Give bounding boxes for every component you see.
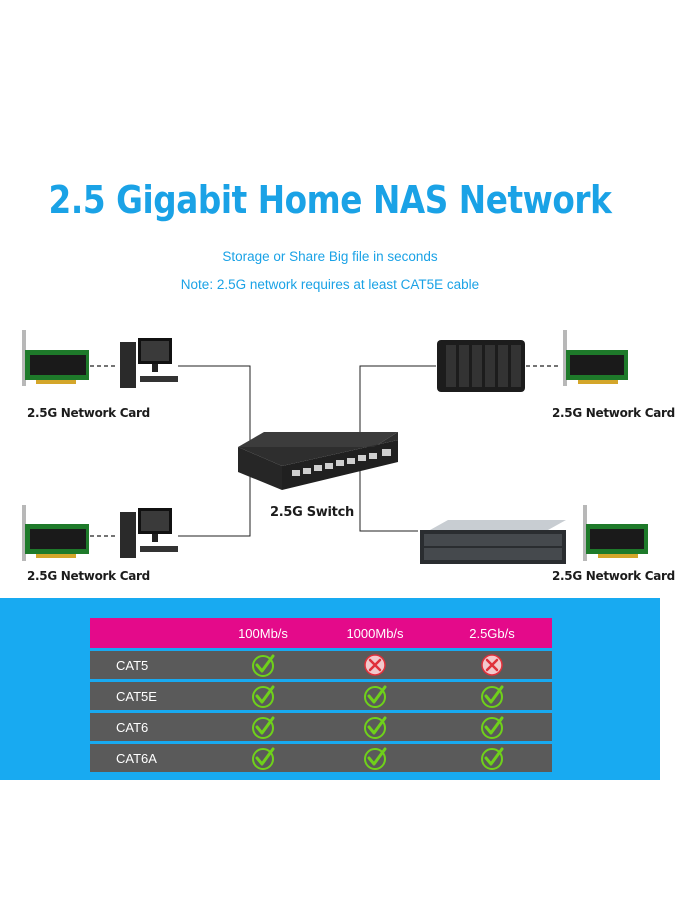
check-icon (481, 685, 504, 708)
cable-type-cell: CAT6 (116, 719, 149, 735)
support-cell (318, 714, 432, 740)
support-cell (432, 745, 552, 771)
network-diagram (22, 330, 648, 564)
table-row: CAT6A (90, 744, 552, 772)
label-network-card-top-right: 2.5G Network Card (552, 406, 675, 420)
check-icon (252, 747, 275, 770)
label-network-card-bottom-left: 2.5G Network Card (27, 569, 150, 583)
page-title: 2.5 Gigabit Home NAS Network (48, 178, 612, 222)
check-icon (252, 654, 275, 677)
line-bottom-right (359, 470, 418, 532)
support-cell (318, 683, 432, 709)
check-icon (252, 685, 275, 708)
check-icon (252, 716, 275, 739)
cable-type-cell: CAT5E (116, 688, 157, 704)
network-card-icon-bottom-right (583, 505, 648, 561)
cross-icon (481, 654, 503, 676)
connection-lines (178, 365, 436, 537)
desktop-pc-icon-bottom (120, 508, 178, 558)
nas-storage-icon (437, 340, 525, 392)
support-cell (318, 745, 432, 771)
support-cell (208, 745, 318, 771)
table-row: CAT6 (90, 713, 552, 741)
table-row: CAT5E (90, 682, 552, 710)
cable-note: Note: 2.5G network requires at least CAT… (180, 277, 480, 292)
subtitle: Storage or Share Big file in seconds (222, 249, 438, 264)
check-icon (364, 747, 387, 770)
cable-type-cell: CAT6A (116, 750, 157, 766)
network-card-icon-bottom-left (22, 505, 89, 561)
label-network-card-bottom-right: 2.5G Network Card (552, 569, 675, 583)
check-icon (481, 716, 504, 739)
support-cell (318, 652, 432, 678)
cable-type-cell: CAT5 (116, 657, 149, 673)
check-icon (364, 685, 387, 708)
desktop-pc-icon-top (120, 338, 178, 388)
header-cell-1000mb: 1000Mb/s (346, 625, 404, 641)
label-switch: 2.5G Switch (270, 505, 354, 520)
support-cell (432, 683, 552, 709)
network-switch-icon (238, 432, 398, 490)
table-row: CAT5 (90, 651, 552, 679)
table-header: 100Mb/s 1000Mb/s 2.5Gb/s (90, 618, 552, 648)
label-network-card-top-left: 2.5G Network Card (27, 406, 150, 420)
line-top-right (359, 365, 436, 440)
support-cell (208, 683, 318, 709)
check-icon (481, 747, 504, 770)
header-cell-2500mb: 2.5Gb/s (469, 625, 515, 641)
header-cell-100mb: 100Mb/s (238, 625, 288, 641)
line-bottom-left (178, 462, 251, 537)
line-top-left (178, 365, 251, 445)
support-cell (432, 714, 552, 740)
support-cell (432, 652, 552, 678)
support-cell (208, 714, 318, 740)
rack-server-icon (420, 520, 566, 564)
cross-icon (364, 654, 386, 676)
network-card-icon-top-right (563, 330, 628, 386)
network-card-icon-top-left (22, 330, 89, 386)
support-cell (208, 652, 318, 678)
check-icon (364, 716, 387, 739)
